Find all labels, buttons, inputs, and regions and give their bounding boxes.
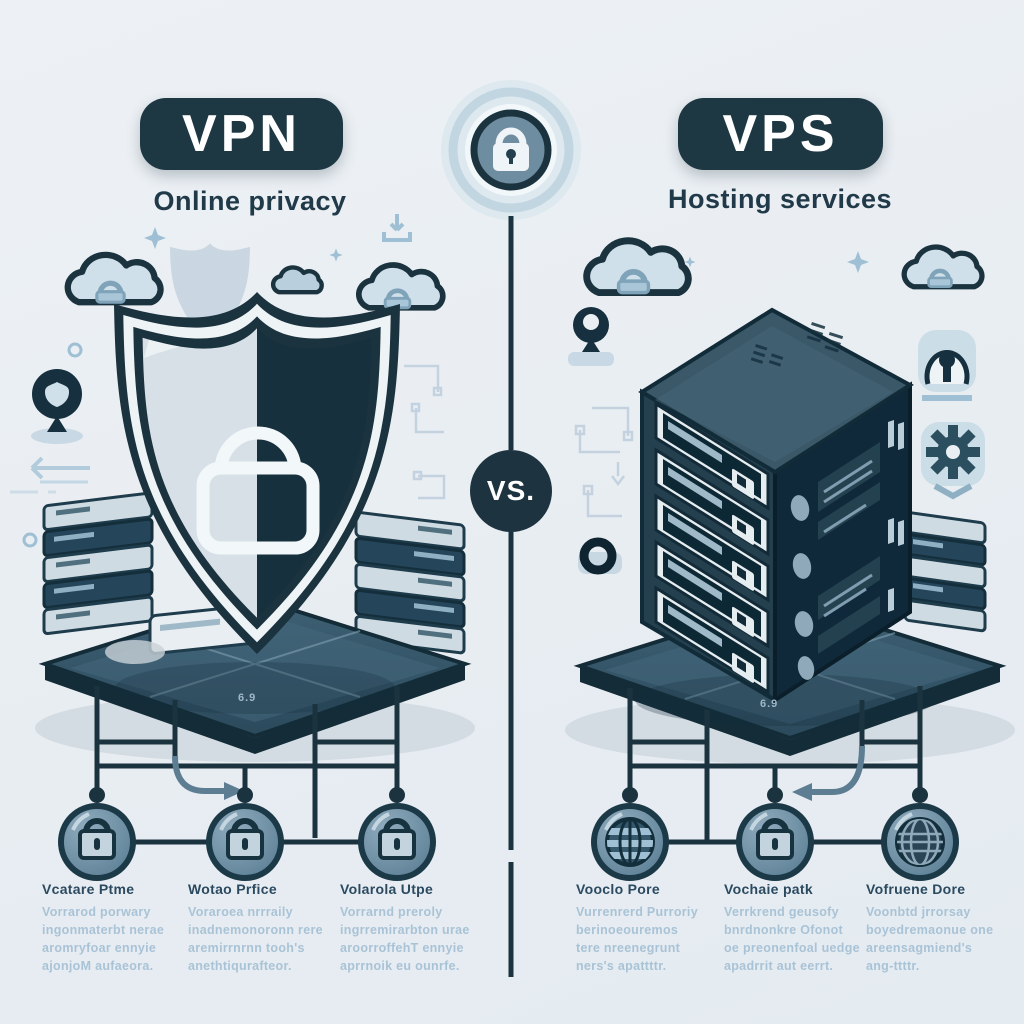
connector-dots [622, 787, 928, 803]
server-side-details [790, 420, 904, 680]
padlock-emblem-icon [196, 426, 320, 555]
feature-body: Vorrarod porwary ingonmaterbt nerae arom… [42, 905, 165, 974]
vent-decoration [750, 322, 844, 367]
cloud-lock-icon [355, 262, 446, 311]
vps-subtitle: Hosting services [667, 184, 893, 214]
shield-pin-icon [31, 369, 83, 444]
connector-lines-left [94, 686, 400, 845]
feature-body: Vurrenrerd Purroriy berinoeouremos tere … [576, 905, 698, 974]
cloud-lock-icon [64, 251, 164, 306]
server-stack [354, 510, 466, 655]
dot-decoration [67, 342, 83, 358]
feature-heading: Volarola Utpe [340, 881, 434, 897]
feature-body: Voraroea nrrraily inadnemonoronn rere ar… [188, 905, 323, 974]
feature-icon-lock [206, 803, 284, 881]
vs-badge: VS. [470, 450, 552, 532]
server-stack [42, 491, 154, 636]
flow-arrow-icon [792, 745, 865, 801]
cloud-lock-icon [583, 237, 692, 297]
keyhole-icon [918, 330, 976, 401]
download-icon [382, 214, 412, 242]
ring-icon [578, 537, 622, 575]
connector-dots [89, 787, 405, 803]
sparkle-icon [144, 227, 343, 262]
vps-title-badge: VPS [678, 98, 883, 170]
feature-heading: Vcatare Ptme [42, 881, 135, 897]
location-pin-icon [568, 307, 614, 366]
feature-heading: Vofruene Dore [866, 881, 966, 897]
feature-body: Verrkrend geusofy bnrdnonkre Ofonot oe p… [724, 905, 860, 974]
feature-icon-lock [736, 803, 814, 881]
platform-label-left: 6.9 [238, 692, 257, 704]
feature-icon-globe [591, 803, 669, 881]
connector-lines-right [627, 686, 923, 845]
padlock-icon [493, 127, 529, 171]
feature-body: Voonbtd jrrorsay boyedremaonue one areen… [866, 905, 994, 974]
feature-body: Vorrarnd preroly ingrremirarbton urae ar… [340, 905, 470, 974]
cloud-icon [270, 265, 324, 295]
platform-left [35, 595, 475, 762]
feature-icon-lock [58, 803, 136, 881]
feature-heading: Wotao Prfice [188, 881, 277, 897]
feature-icon-lock [358, 803, 436, 881]
server-rack-unit [654, 401, 770, 695]
server-stack [903, 511, 987, 633]
cloud-lock-icon [901, 244, 985, 290]
smoke-decoration [105, 640, 165, 664]
top-lock-badge [441, 80, 581, 220]
circuit-decoration [404, 364, 446, 500]
arrow-left-icon [10, 456, 90, 494]
vpn-subtitle: Online privacy [153, 186, 347, 216]
dot-decoration [22, 532, 38, 548]
flow-arrow-icon [172, 755, 244, 800]
feature-heading: Vochaie patk [724, 881, 813, 897]
sparkle-icon [684, 251, 869, 273]
gear-icon [921, 422, 985, 500]
feature-icon-globe-wire [881, 803, 959, 881]
vpn-title-badge: VPN [140, 98, 343, 170]
feature-heading: Vooclo Pore [576, 881, 660, 897]
server-tower-illustration [638, 307, 914, 704]
circuit-decoration [574, 406, 634, 518]
platform-label-right: 6.9 [760, 698, 779, 710]
